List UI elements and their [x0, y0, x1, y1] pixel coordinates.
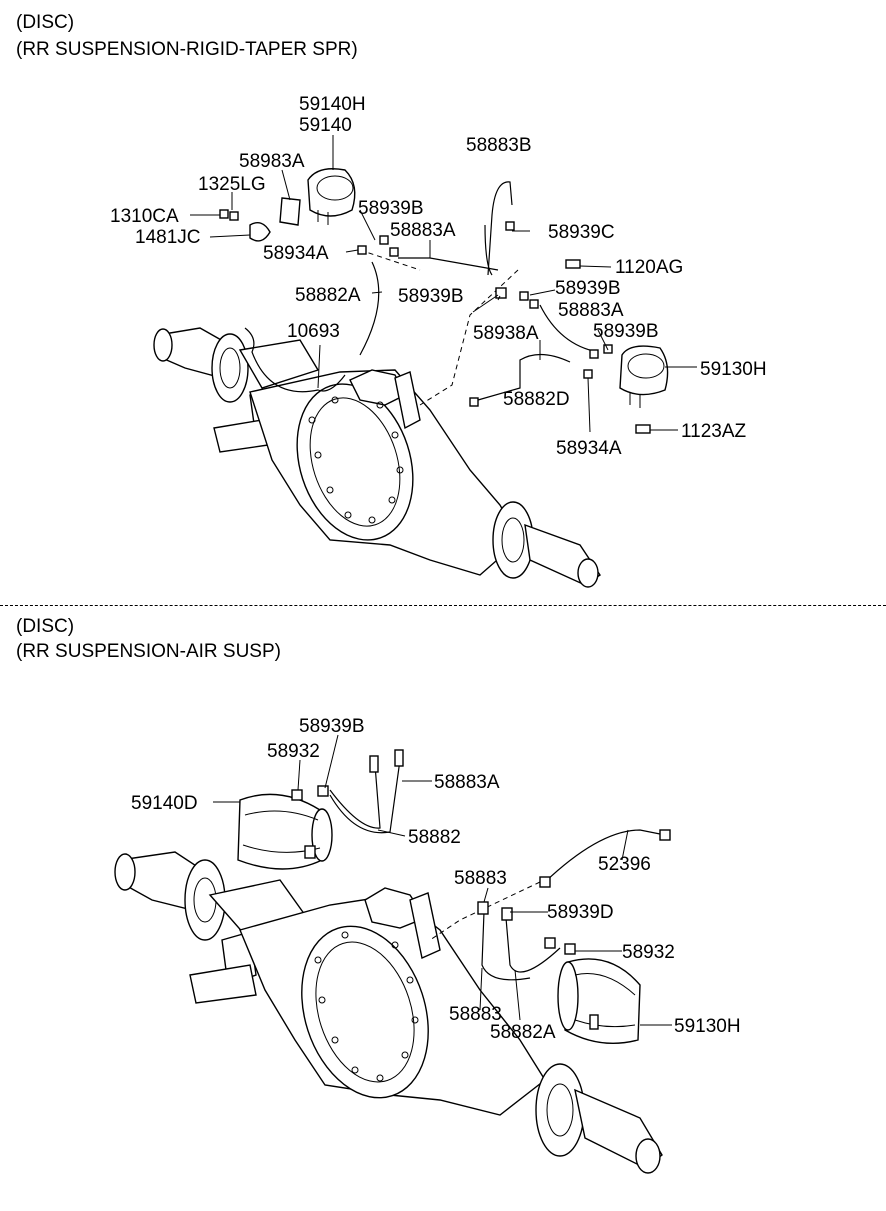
label-1123AZ: 1123AZ	[681, 421, 747, 442]
brake-chamber-left	[307, 168, 356, 225]
label-58883A-b: 58883A	[558, 300, 624, 321]
label-58939C: 58939C	[548, 222, 615, 243]
label-58939B-c: 58939B	[555, 278, 621, 299]
label-58934A-a: 58934A	[263, 243, 329, 264]
label-59130H-lower: 59130H	[674, 1016, 741, 1037]
leader-lines-upper	[190, 135, 697, 433]
label-58939B: 58939B	[299, 716, 365, 737]
air-chamber-right	[557, 958, 641, 1045]
label-59140: 59140	[299, 115, 352, 136]
label-58939B-a: 58939B	[358, 198, 424, 219]
label-58883B: 58883B	[466, 135, 532, 156]
label-58883A: 58883A	[434, 772, 500, 793]
label-58939B-d: 58939B	[593, 321, 659, 342]
label-59140H: 59140H	[299, 94, 366, 115]
label-1325LG: 1325LG	[198, 174, 266, 195]
label-58883A-a: 58883A	[390, 220, 456, 241]
label-58934A-b: 58934A	[556, 438, 622, 459]
label-59140D: 59140D	[131, 793, 198, 814]
label-58883-b: 58883	[449, 1004, 502, 1025]
label-58983A: 58983A	[239, 151, 305, 172]
section1-title-disc: (DISC)	[16, 12, 75, 33]
air-chamber-left	[237, 793, 333, 870]
label-58882A: 58882A	[490, 1022, 556, 1043]
leader-lines-lower	[213, 734, 672, 1026]
rear-axle-housing-upper	[153, 327, 601, 588]
label-10693: 10693	[287, 321, 340, 342]
rear-axle-housing-lower	[114, 851, 663, 1174]
label-1481JC: 1481JC	[135, 227, 201, 248]
brake-hoses-lower	[291, 749, 671, 981]
label-1120AG: 1120AG	[615, 257, 683, 278]
label-58882D: 58882D	[503, 389, 570, 410]
label-58938A: 58938A	[473, 323, 539, 344]
label-1310CA: 1310CA	[110, 206, 179, 227]
label-52396: 52396	[598, 854, 651, 875]
section2-title-disc: (DISC)	[16, 616, 75, 637]
label-58882A: 58882A	[295, 285, 361, 306]
label-58939B-b: 58939B	[398, 286, 464, 307]
label-58932-b: 58932	[622, 942, 675, 963]
brake-hoses-upper	[219, 181, 651, 434]
section2-title-suspension: (RR SUSPENSION-AIR SUSP)	[16, 641, 281, 662]
bracket-58983A	[249, 197, 301, 242]
part-labels-upper: 59140H 59140 58883B 58983A 1325LG 1310CA…	[110, 94, 767, 459]
section-divider	[0, 605, 886, 606]
label-58883-a: 58883	[454, 868, 507, 889]
label-58939D: 58939D	[547, 902, 614, 923]
label-58932-a: 58932	[267, 741, 320, 762]
section1-title-suspension: (RR SUSPENSION-RIGID-TAPER SPR)	[16, 39, 358, 60]
part-labels-lower: 58939B 58932 58883A 59140D 58882 52396 5…	[131, 716, 741, 1043]
label-58882: 58882	[408, 827, 461, 848]
brake-chamber-right	[619, 345, 669, 408]
label-59130H-upper: 59130H	[700, 359, 767, 380]
